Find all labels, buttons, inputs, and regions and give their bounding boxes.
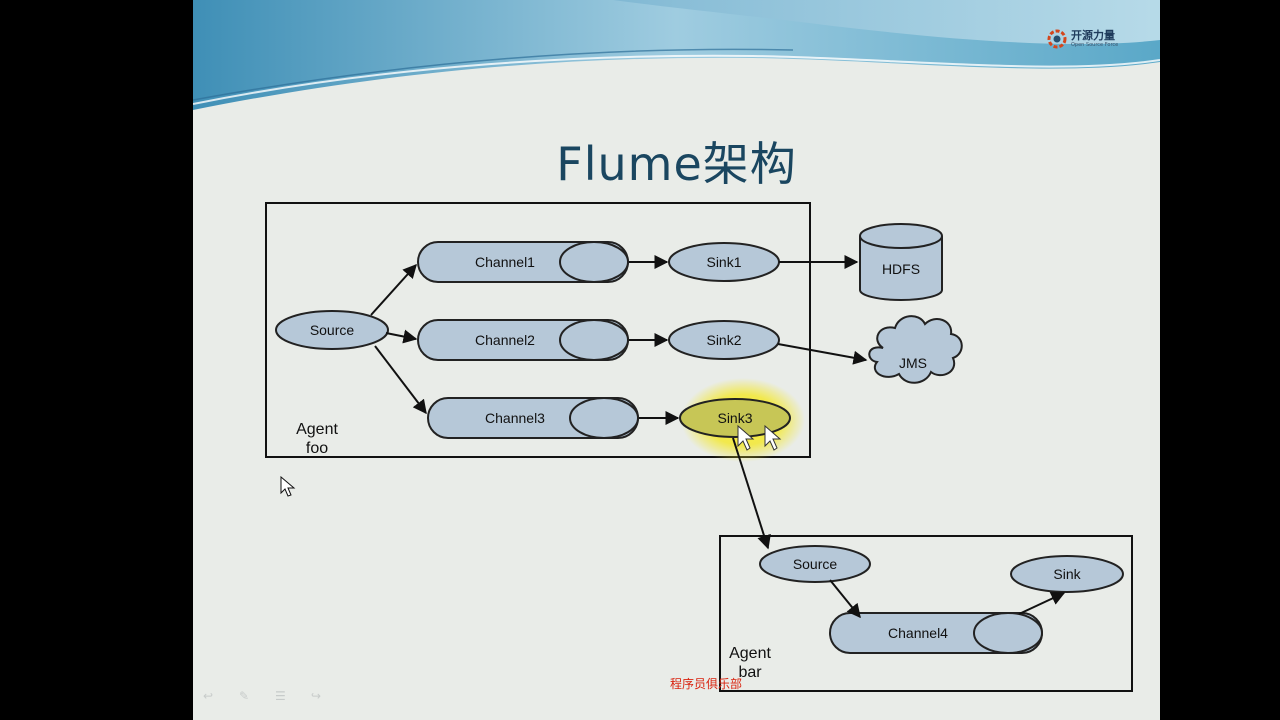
mouse-cursor-icon (280, 476, 296, 497)
hdfs-label: HDFS (882, 261, 920, 277)
hdfs-node (859, 223, 943, 301)
channel2-label: Channel2 (475, 332, 535, 348)
forward-icon[interactable]: ↪ (311, 689, 322, 703)
logo-subtitle: Open Source Force (1071, 42, 1119, 48)
arrow-source-channel1 (370, 263, 417, 316)
source-node (275, 310, 389, 350)
menu-icon[interactable]: ☰ (275, 689, 286, 703)
agent-foo-label-line2: foo (306, 440, 328, 457)
sink2-label: Sink2 (706, 332, 741, 348)
channel4-node (829, 612, 1043, 654)
sink2-node (668, 320, 780, 360)
jms-cloud-node (868, 315, 963, 384)
bar-source-label: Source (793, 556, 838, 572)
jms-label: JMS (899, 355, 927, 371)
logo: 开源力量 Open Source Force (1046, 28, 1118, 50)
agent-foo-label-line1: Agent (296, 421, 338, 438)
header-band (193, 0, 1160, 120)
arrow-sink2-jms (777, 343, 868, 365)
source-label: Source (310, 322, 355, 338)
bar-sink-label: Sink (1053, 566, 1081, 582)
back-icon[interactable]: ↩ (203, 689, 214, 703)
channel1-label: Channel1 (475, 254, 535, 270)
arrow-channel4-bar-sink (1018, 591, 1066, 615)
channel3-node (427, 397, 639, 439)
gear-logo-icon (1047, 29, 1067, 49)
arrow-source-channel3 (374, 345, 427, 415)
pointer-icon-2 (764, 424, 782, 451)
agent-bar-label-line2: bar (738, 664, 762, 681)
pointer-icon (737, 424, 755, 451)
logo-title: 开源力量 (1071, 29, 1115, 42)
agent-foo-box (265, 202, 811, 458)
agent-bar-label-line1: Agent (729, 645, 771, 662)
arrow-source-channel2 (385, 329, 418, 344)
channel2-node (417, 319, 629, 361)
channel1-node (417, 241, 629, 283)
slide: 开源力量 Open Source Force Flume架构 Agent foo… (193, 0, 1160, 720)
agent-bar-box (719, 535, 1133, 692)
slide-title: Flume架构 (556, 137, 797, 191)
sink3-node (679, 398, 791, 438)
arrow-sink3-bar-source (732, 437, 771, 550)
bar-source-node (759, 545, 871, 583)
arrow-bar-source-channel4 (829, 579, 861, 619)
bar-sink-node (1010, 555, 1124, 593)
flume-architecture-diagram: Agent foo Source Channel1 Channel2 Chann… (265, 202, 1133, 692)
channel3-label: Channel3 (485, 410, 545, 426)
watermark: 程序员俱乐部 (670, 677, 743, 691)
sink3-label: Sink3 (717, 410, 752, 426)
channel4-label: Channel4 (888, 625, 948, 641)
pen-icon[interactable]: ✎ (239, 689, 250, 703)
slide-nav-icons: ↩ ✎ ☰ ↪ (203, 690, 329, 702)
sink1-label: Sink1 (706, 254, 741, 270)
